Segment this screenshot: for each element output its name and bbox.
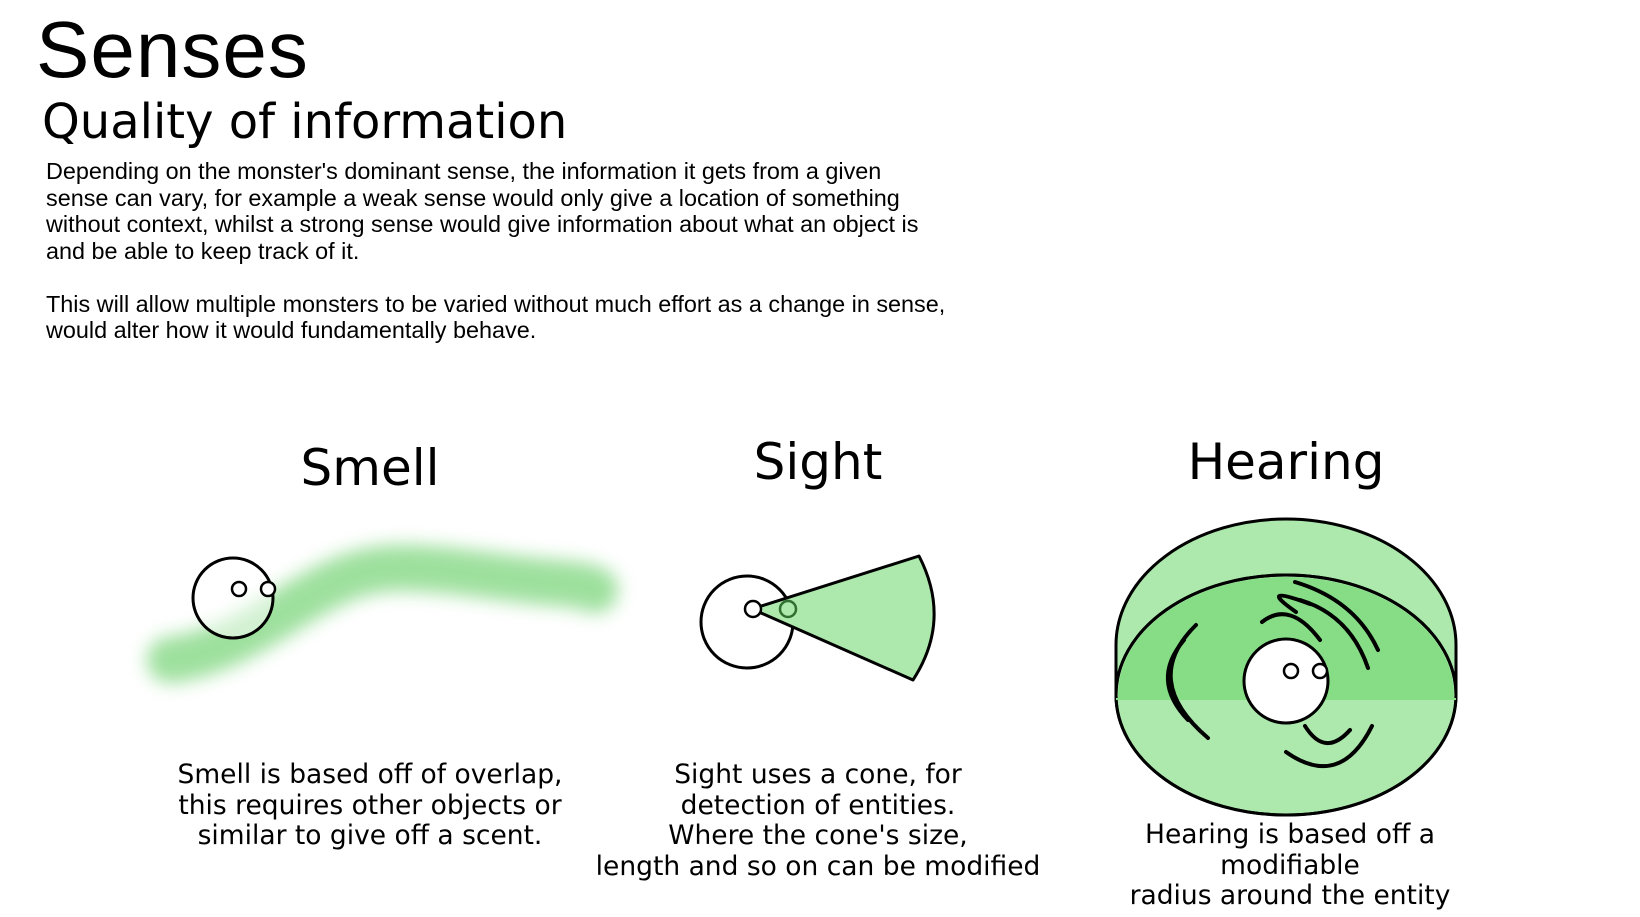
eye-icon <box>1282 662 1300 680</box>
sight-heading: Sight <box>753 433 883 491</box>
eye-icon <box>778 599 798 619</box>
sound-wave-icon <box>1166 580 1380 768</box>
intro-text: Depending on the monster's dominant sens… <box>46 158 1046 370</box>
vision-cone <box>750 554 936 682</box>
eye-icon <box>1311 662 1329 680</box>
hearing-illustration <box>1114 517 1458 817</box>
page-subtitle: Quality of information <box>42 94 568 150</box>
smell-caption: Smell is based off of overlap, this requ… <box>177 759 563 851</box>
sight-caption: Sight uses a cone, for detection of enti… <box>595 759 1041 882</box>
smell-heading: Smell <box>300 439 440 497</box>
eye-icon <box>230 580 248 598</box>
intro-paragraph-2: This will allow multiple monsters to be … <box>46 290 946 344</box>
sight-illustration <box>699 554 936 682</box>
eye-icon <box>743 599 763 619</box>
smell-entity <box>191 556 277 640</box>
hearing-heading: Hearing <box>1187 433 1385 491</box>
eye-icon <box>259 580 277 598</box>
entity-body <box>1242 637 1330 725</box>
intro-paragraph-1: Depending on the monster's dominant sens… <box>46 158 919 264</box>
hearing-caption: Hearing is based off a modifiable radius… <box>1129 819 1451 911</box>
page-title: Senses <box>36 5 309 94</box>
smell-illustration <box>147 544 618 683</box>
entity-body <box>191 556 275 640</box>
